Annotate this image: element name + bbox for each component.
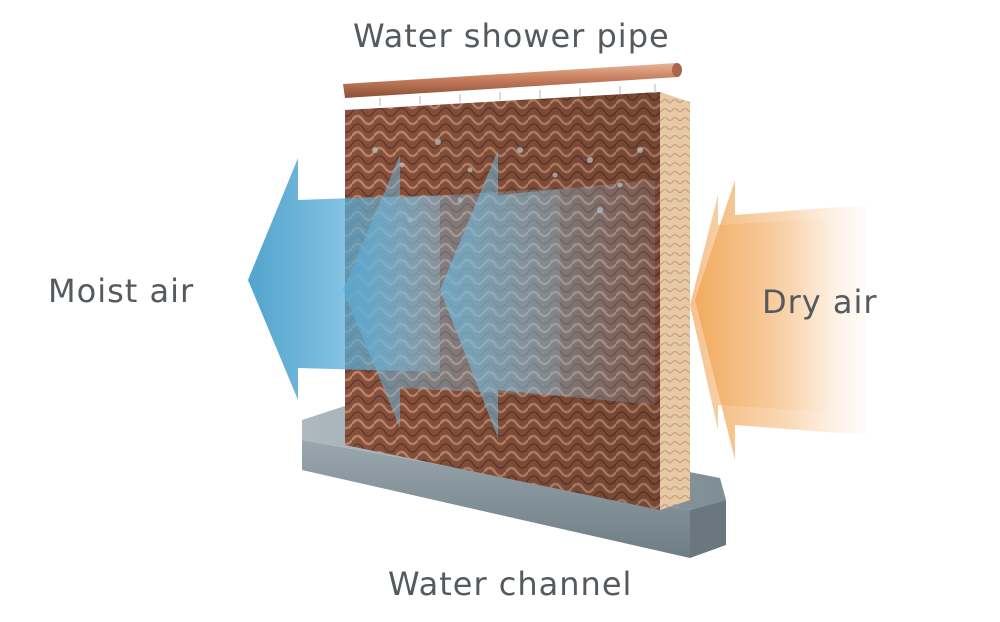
moist-air-arrow-outer bbox=[248, 158, 440, 400]
water-channel-front bbox=[302, 440, 690, 558]
water-channel-side bbox=[690, 500, 726, 558]
water-channel-label: Water channel bbox=[388, 565, 633, 603]
shower-pipe-label: Water shower pipe bbox=[353, 17, 670, 55]
water-shower-pipe bbox=[343, 63, 682, 106]
shower-pipe-body bbox=[343, 63, 679, 98]
dry-air-arrows bbox=[690, 180, 865, 460]
moist-air-label: Moist air bbox=[48, 272, 195, 310]
dry-air-label: Dry air bbox=[762, 283, 878, 321]
shower-pipe-end bbox=[672, 63, 682, 77]
shower-pipe-drips bbox=[379, 84, 656, 106]
dry-air-arrow-front bbox=[690, 195, 830, 430]
moist-air-arrows bbox=[248, 150, 655, 438]
cooling-pad-edge bbox=[660, 92, 690, 510]
